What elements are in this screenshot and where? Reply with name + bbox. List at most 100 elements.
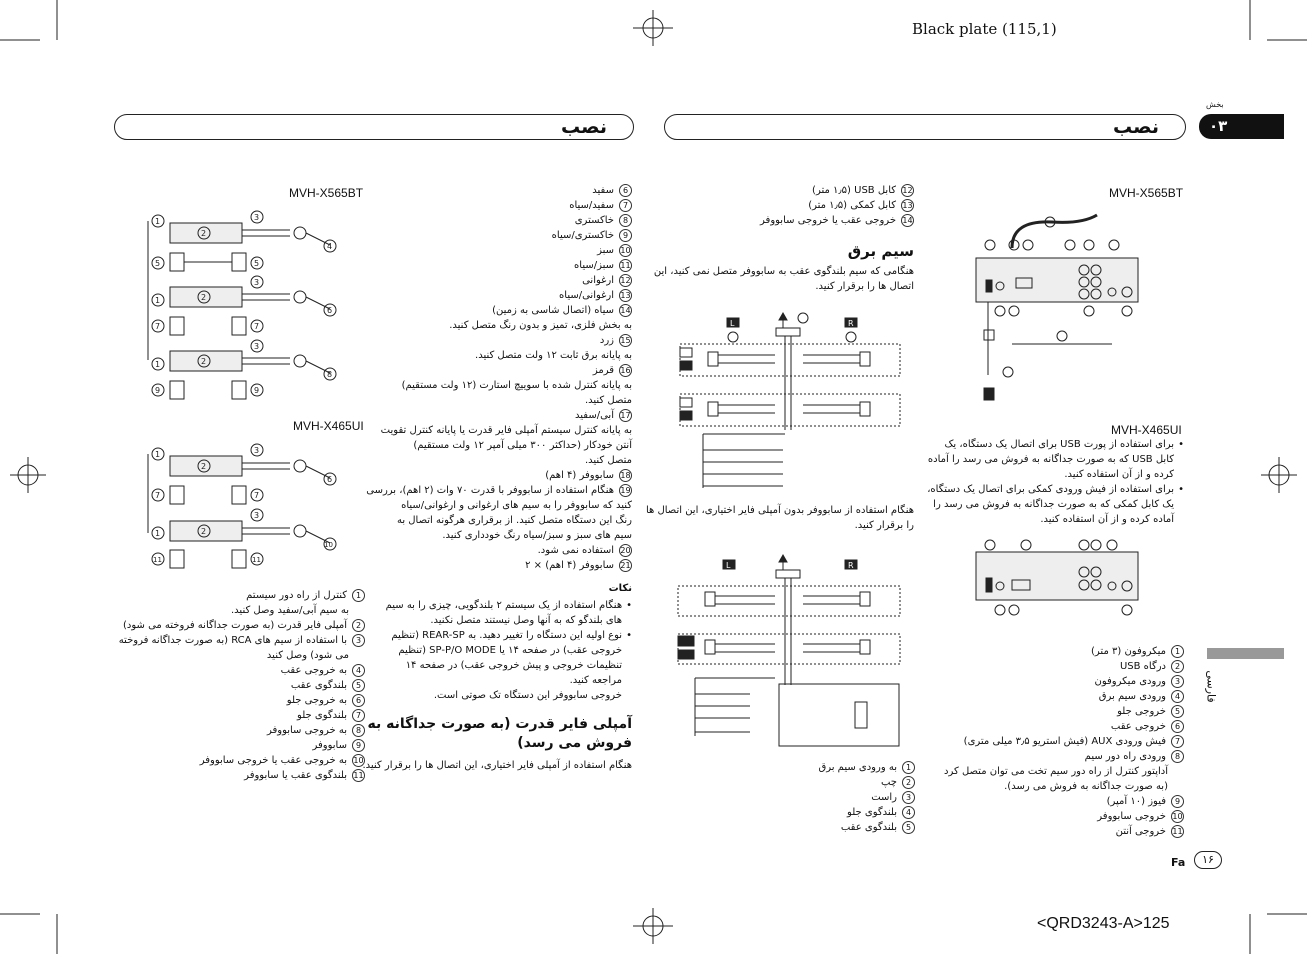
wire-item: 21سابووفر (۴ اهم) × ۲ bbox=[525, 558, 632, 572]
svg-text:9: 9 bbox=[254, 386, 259, 395]
header-right-title: نصب bbox=[1113, 116, 1159, 138]
svg-text:4: 4 bbox=[327, 242, 332, 251]
model-a-label: MVH-X565BT bbox=[289, 186, 364, 200]
note-line: خروجی عقب) در صفحه ۱۴ یا SP-P/O MODE (تن… bbox=[398, 645, 622, 656]
wire-item: به پایانه کنترل شده با سوییچ استارت (۱۲ … bbox=[401, 380, 632, 391]
speaker-legend-row: 2چپ bbox=[881, 775, 915, 790]
mid-line: را برقرار کنید. bbox=[854, 520, 914, 531]
legend-row: 1کنترل از راه دور سیستم bbox=[246, 588, 365, 603]
mid-line: هنگام استفاده از سابووفر بدون آمپلی فایر… bbox=[645, 505, 914, 516]
svg-text:R: R bbox=[848, 561, 854, 570]
legend-row: 10به خروجی عقب یا خروجی سابووفر bbox=[199, 753, 365, 767]
legend-row: 3با استفاده از سیم های RCA (به صورت جداگ… bbox=[119, 633, 365, 648]
aux-note-line: برای استفاده از فیش ورودی کمکی برای اتصا… bbox=[927, 482, 1184, 497]
wire-item: به بخش فلزی، تمیز و بدون رنگ متصل کنید. bbox=[449, 320, 632, 331]
wire-item: متصل کنید. bbox=[584, 455, 632, 466]
wire-item: 11سبز/سیاه bbox=[574, 258, 632, 272]
panel-legend-row: 2درگاه USB bbox=[1120, 659, 1184, 674]
wire-item: 12ارغوانی bbox=[582, 273, 632, 287]
model-b-label: MVH-X465UI bbox=[293, 419, 364, 433]
legend-row: 5بلندگوی عقب bbox=[291, 678, 365, 693]
wire-item: 18سابووفر (۴ اهم) bbox=[545, 468, 632, 482]
amp-heading-line1: آمپلی فایر قدرت (به صورت جداگانه به bbox=[367, 716, 632, 732]
plate-label: Black plate (115,1) bbox=[912, 20, 1057, 38]
panel-legend-row: 6خروجی عقب bbox=[1111, 719, 1184, 734]
speaker-wiring-diagram-1: L R bbox=[679, 311, 901, 488]
rear-panel-diagram-x465ui bbox=[975, 539, 1139, 616]
legend-row: 2آمپلی فایر قدرت (به صورت جداگانه فروخته… bbox=[123, 618, 365, 633]
usb-note-line: کابل USB که به صورت جداگانه به فروش می ر… bbox=[927, 454, 1174, 465]
legend-row: به سیم آبی/سفید وصل کنید. bbox=[231, 605, 349, 616]
svg-text:11: 11 bbox=[153, 556, 162, 564]
cable-item: 14خروجی عقب یا خروجی سابووفر bbox=[760, 213, 914, 227]
panel-legend-row: 4ورودی سیم برق bbox=[1099, 689, 1184, 704]
svg-text:2: 2 bbox=[201, 462, 206, 471]
wire-item: 20استفاده نمی شود. bbox=[537, 543, 632, 557]
svg-text:5: 5 bbox=[254, 259, 259, 268]
col4-model-a-label: MVH-X565BT bbox=[1109, 186, 1184, 200]
svg-text:2: 2 bbox=[201, 229, 206, 238]
panel-legend-row: آداپتور کنترل از راه دور سیم تخت می توان… bbox=[944, 766, 1168, 777]
panel-legend-row: 1میکروفون (۳ متر) bbox=[1091, 644, 1184, 659]
side-language-label: فارسی bbox=[1204, 670, 1218, 703]
panel-legend-row: 7فیش ورودی AUX (فیش استریو ۳٫۵ میلی متری… bbox=[964, 734, 1184, 749]
note-line: های بلندگو که به آنها وصل نیستند متصل نک… bbox=[430, 615, 622, 626]
wire-item: 8خاکستری bbox=[575, 213, 632, 228]
svg-text:5: 5 bbox=[155, 259, 160, 268]
amp-text: هنگام استفاده از آمپلی فایر اختیاری، این… bbox=[362, 760, 632, 771]
svg-text:6: 6 bbox=[327, 475, 332, 484]
cable-item: 13کابل کمکی (۱٫۵ متر) bbox=[808, 198, 914, 212]
header-left-title: نصب bbox=[561, 116, 607, 138]
footer-code: <QRD3243-A>125 bbox=[1037, 915, 1170, 932]
svg-text:10: 10 bbox=[324, 541, 333, 549]
aux-note-line: یک کابل کمکی که به صورت جداگانه به فروش … bbox=[933, 499, 1174, 510]
speaker-wiring-diagram-2: L R bbox=[677, 553, 901, 747]
wire-item: آنتن خودکار (حداکثر ۳۰۰ میلی آمپر ۱۲ ولت… bbox=[413, 440, 632, 451]
wire-item: 14سیاه (اتصال شاسی به زمین) bbox=[492, 303, 632, 317]
amp-wiring-diagram: 2 1 3 4 5 5 2 1 3 6 7 7 2 1 3 8 9 9 2 bbox=[147, 210, 337, 569]
panel-legend-row: 5خروجی جلو bbox=[1117, 704, 1184, 719]
wire-item: 6سفید bbox=[592, 183, 632, 198]
wire-item: به پایانه کنترل سیستم آمپلی فایر قدرت یا… bbox=[380, 425, 632, 436]
legend-row: 8به خروجی سابووفر bbox=[267, 723, 365, 738]
svg-text:11: 11 bbox=[252, 556, 261, 564]
cable-item: 12کابل USB (۱٫۵ متر) bbox=[812, 183, 914, 197]
svg-text:7: 7 bbox=[254, 322, 259, 331]
note-line: تنظیمات خروجی و پیش خروجی عقب) در صفحه ۱… bbox=[405, 660, 622, 671]
wire-item: 16قرمز bbox=[592, 363, 632, 377]
section-label: بخش bbox=[1206, 100, 1224, 109]
speaker-legend-row: 4بلندگوی جلو bbox=[847, 805, 915, 820]
svg-text:3: 3 bbox=[254, 511, 259, 520]
legend-row: 11بلندگوی عقب یا سابووفر bbox=[244, 768, 365, 782]
svg-text:L: L bbox=[726, 561, 731, 570]
intro-line: هنگامی که سیم بلندگوی عقب به سابووفر متص… bbox=[653, 266, 914, 277]
wire-item: 17آبی/سفید bbox=[575, 408, 632, 422]
svg-text:9: 9 bbox=[155, 386, 160, 395]
wire-item: رنگ این دستگاه متصل کنید. از برقراری هرگ… bbox=[396, 515, 632, 526]
aux-note-line: آماده کرده و از آن استفاده کنید. bbox=[1040, 514, 1174, 525]
speaker-legend-row: 5بلندگوی عقب bbox=[841, 820, 915, 835]
svg-text:6: 6 bbox=[327, 306, 332, 315]
side-language-tab bbox=[1207, 648, 1284, 659]
header-right-pill: نصب bbox=[664, 114, 1186, 140]
wire-item: به پایانه برق ثابت ۱۲ ولت متصل کنید. bbox=[475, 350, 632, 361]
power-cord-heading: سیم برق bbox=[847, 242, 914, 260]
svg-text:1: 1 bbox=[155, 217, 160, 226]
section-badge: ۰۳ bbox=[1199, 114, 1284, 139]
svg-text:L: L bbox=[730, 319, 735, 328]
svg-text:2: 2 bbox=[201, 293, 206, 302]
language-code: Fa bbox=[1171, 856, 1186, 869]
usb-note-line: برای استفاده از پورت USB برای اتصال یک د… bbox=[944, 437, 1184, 452]
note-line: مراجعه کنید. bbox=[569, 675, 622, 686]
legend-row: 7بلندگوی جلو bbox=[297, 708, 365, 723]
legend-row: می شود) وصل کنید bbox=[266, 650, 349, 661]
legend-row: 6به خروجی جلو bbox=[287, 693, 365, 708]
svg-text:2: 2 bbox=[201, 527, 206, 536]
wire-item: سیم های سبز و سبز/سیاه رنگ خودداری کنید. bbox=[442, 530, 632, 541]
wire-item: 15زرد bbox=[599, 333, 632, 347]
svg-text:7: 7 bbox=[155, 322, 160, 331]
svg-text:3: 3 bbox=[254, 278, 259, 287]
wire-item: متصل کنید. bbox=[584, 395, 632, 406]
svg-text:3: 3 bbox=[254, 446, 259, 455]
